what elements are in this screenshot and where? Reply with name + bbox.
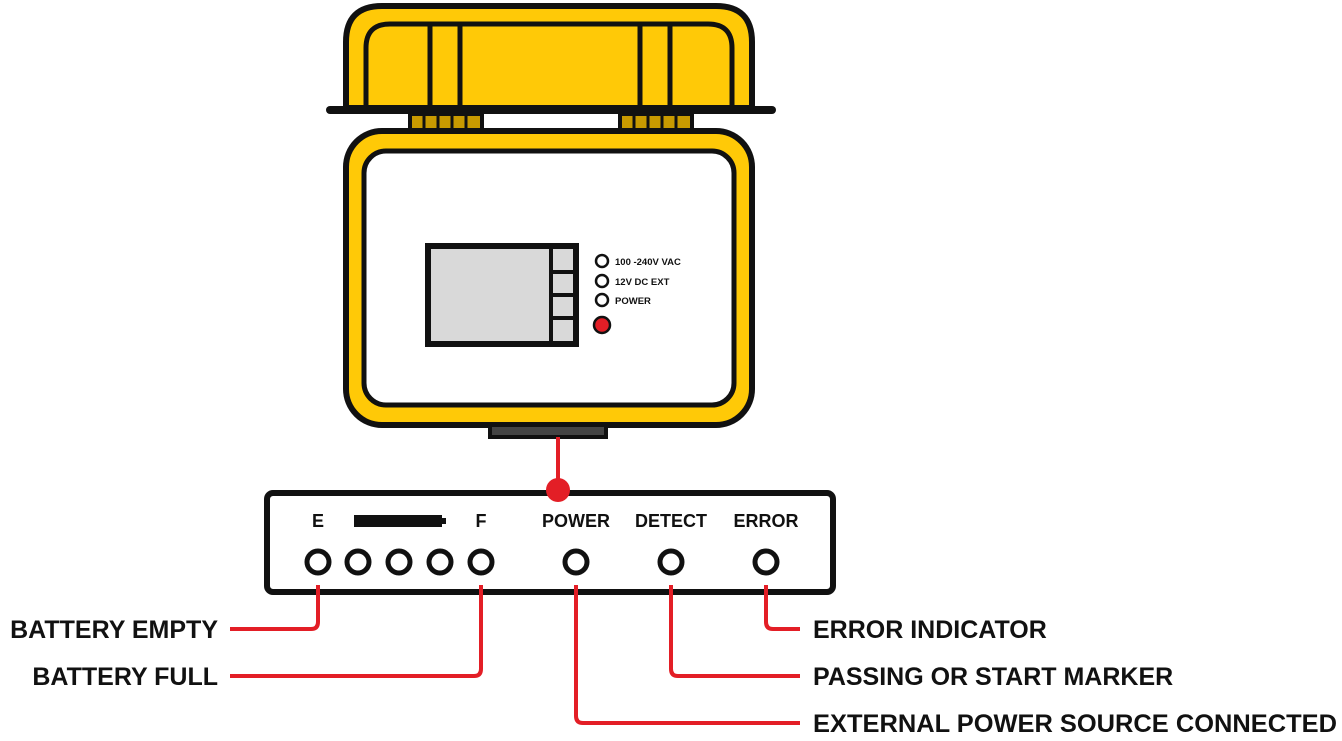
battery-empty-label: E (312, 511, 324, 531)
error-indicator-callout: ERROR INDICATOR (813, 616, 1047, 644)
hinge-left (408, 112, 484, 132)
hinge-right (618, 112, 694, 132)
detect-led-icon (657, 548, 685, 576)
indicator-row-power: POWER (594, 292, 651, 308)
battery-full-leader (230, 585, 483, 678)
dc-label: 12V DC EXT (615, 277, 670, 288)
battery-empty-leader (230, 585, 320, 631)
vac-label: 100 -240V VAC (615, 257, 681, 268)
battery-leds (304, 548, 495, 576)
passing-marker-leader (669, 585, 800, 678)
battery-full-label: F (476, 511, 487, 531)
battery-led-1-icon (304, 548, 332, 576)
indicator-row-vac: 100 -240V VAC (594, 253, 681, 269)
power-led-panel-icon (562, 548, 590, 576)
passing-marker-callout: PASSING OR START MARKER (813, 663, 1173, 691)
case-lid (326, 3, 776, 114)
battery-full-callout: BATTERY FULL (32, 663, 218, 691)
zoom-dot-icon (546, 478, 570, 502)
battery-led-4-icon (426, 548, 454, 576)
case-connector (488, 423, 608, 439)
power-led-icon (594, 292, 610, 308)
battery-icon (354, 515, 446, 527)
battery-empty-callout: BATTERY EMPTY (10, 616, 218, 644)
power-label: POWER (542, 511, 610, 531)
external-power-leader (574, 585, 800, 725)
error-indicator-leader (764, 585, 800, 631)
indicator-panel (264, 490, 836, 595)
dc-led-icon (594, 273, 610, 289)
detect-label: DETECT (635, 511, 707, 531)
power-button-icon[interactable] (592, 315, 612, 335)
error-label: ERROR (733, 511, 798, 531)
error-led-icon (752, 548, 780, 576)
battery-led-2-icon (344, 548, 372, 576)
battery-led-3-icon (385, 548, 413, 576)
vac-led-icon (594, 253, 610, 269)
indicator-row-dc: 12V DC EXT (594, 273, 670, 289)
display-screen (425, 243, 579, 347)
battery-led-5-icon (467, 548, 495, 576)
power-indicator-label: POWER (615, 296, 651, 307)
external-power-callout: EXTERNAL POWER SOURCE CONNECTED (813, 710, 1337, 738)
